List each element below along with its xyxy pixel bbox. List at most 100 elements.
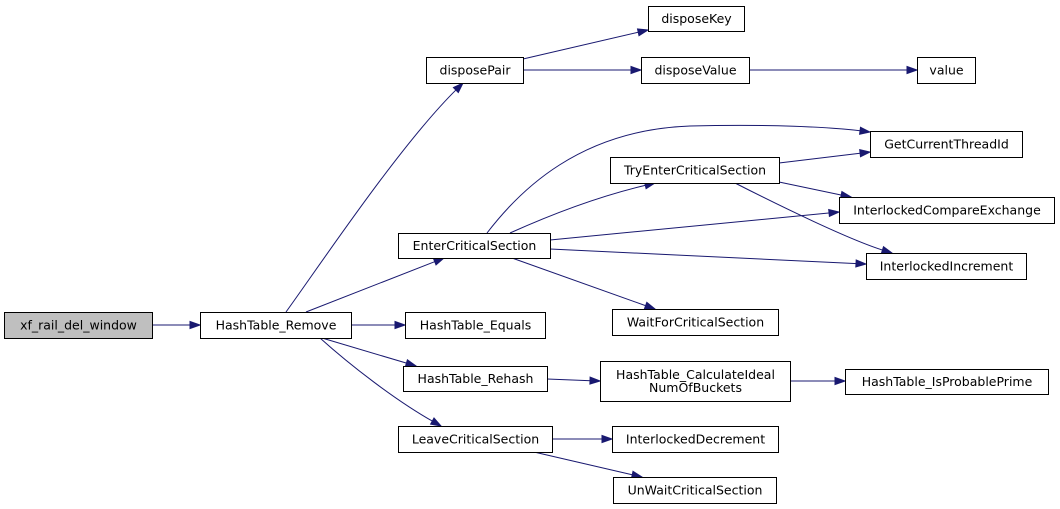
edge-EnterCriticalSection-to-TryEnterCriticalSection: [509, 181, 657, 234]
node-UnWaitCriticalSection[interactable]: UnWaitCriticalSection: [613, 477, 777, 504]
edge-line: [486, 124, 862, 234]
node-box: [845, 369, 1049, 395]
edge-xf_rail_del_window-to-HashTable_Remove: [152, 320, 202, 330]
edge-line: [319, 337, 434, 423]
node-GetCurrentThreadId[interactable]: GetCurrentThreadId: [870, 131, 1023, 158]
edge-line: [321, 337, 408, 364]
arrowhead-icon: [630, 65, 643, 75]
edge-HashTable_Remove-to-EnterCriticalSection: [305, 257, 446, 313]
edge-line: [734, 182, 884, 251]
node-disposeValue[interactable]: disposeValue: [641, 57, 750, 84]
node-label: HashTable_Remove: [216, 318, 337, 333]
node-box: [398, 426, 553, 453]
node-box: [870, 131, 1023, 158]
arrowhead-icon: [394, 320, 407, 330]
arrowhead-icon: [432, 257, 446, 266]
node-box: [4, 312, 153, 339]
edge-line: [778, 152, 862, 164]
edge-line: [305, 260, 436, 313]
node-InterlockedIncrement[interactable]: InterlockedIncrement: [866, 253, 1027, 280]
arrowhead-icon: [859, 149, 872, 158]
node-label: WaitForCriticalSection: [627, 315, 764, 330]
node-InterlockedCompareExchange[interactable]: InterlockedCompareExchange: [839, 197, 1055, 224]
node-HashTable_Remove[interactable]: HashTable_Remove: [200, 312, 352, 339]
node-label: InterlockedCompareExchange: [853, 203, 1041, 218]
edge-EnterCriticalSection-to-InterlockedCompareExchange: [549, 208, 841, 241]
node-disposeKey[interactable]: disposeKey: [648, 6, 745, 32]
node-box: [612, 309, 779, 336]
node-box: [403, 366, 548, 392]
node-xf_rail_del_window[interactable]: xf_rail_del_window: [4, 312, 153, 339]
arrowhead-icon: [452, 81, 465, 94]
node-label: InterlockedDecrement: [626, 432, 765, 447]
edge-line: [509, 184, 647, 234]
node-label: HashTable_Rehash: [418, 371, 534, 386]
node-label: EnterCriticalSection: [413, 238, 537, 253]
node-EnterCriticalSection[interactable]: EnterCriticalSection: [398, 233, 551, 259]
arrowhead-icon: [859, 126, 872, 135]
arrowhead-icon: [906, 65, 919, 75]
node-disposePair[interactable]: disposePair: [426, 57, 524, 84]
node-HashTable_Equals[interactable]: HashTable_Equals: [405, 312, 546, 339]
node-TryEnterCriticalSection[interactable]: TryEnterCriticalSection: [610, 157, 780, 184]
node-label: HashTable_CalculateIdeal: [616, 367, 775, 382]
node-box: [839, 197, 1055, 224]
node-LeaveCriticalSection[interactable]: LeaveCriticalSection: [398, 426, 553, 453]
node-label: LeaveCriticalSection: [412, 432, 539, 447]
node-box: [641, 57, 750, 84]
edge-TryEnterCriticalSection-to-InterlockedCompareExchange: [778, 181, 853, 199]
node-label: HashTable_Equals: [420, 318, 531, 333]
node-HashTable_IsProbablePrime[interactable]: HashTable_IsProbablePrime: [845, 369, 1049, 395]
arrowhead-icon: [636, 28, 650, 37]
arrowhead-icon: [855, 259, 868, 268]
edge-disposeValue-to-value: [749, 65, 919, 75]
edge-HashTable_CalculateIdealNumOfBuckets-to-HashTable_IsProbablePrime: [790, 376, 847, 386]
node-label: disposeKey: [661, 11, 732, 26]
node-label: disposeValue: [654, 63, 736, 78]
edge-line: [533, 451, 634, 476]
edge-HashTable_Remove-to-disposePair: [285, 81, 465, 313]
node-box: [866, 253, 1027, 280]
node-box: [610, 157, 780, 184]
edge-line: [778, 181, 843, 196]
node-label: GetCurrentThreadId: [884, 137, 1009, 152]
edge-EnterCriticalSection-to-GetCurrentThreadId: [486, 124, 872, 234]
node-box: [613, 477, 777, 504]
edge-LeaveCriticalSection-to-InterlockedDecrement: [552, 434, 614, 444]
edge-line: [546, 378, 592, 382]
arrowhead-icon: [404, 358, 418, 368]
node-HashTable_Rehash[interactable]: HashTable_Rehash: [403, 366, 548, 392]
arrowhead-icon: [429, 417, 443, 427]
arrowhead-icon: [880, 245, 894, 254]
node-label: UnWaitCriticalSection: [628, 483, 763, 498]
edge-HashTable_Rehash-to-HashTable_CalculateIdealNumOfBuckets: [546, 376, 602, 385]
node-WaitForCriticalSection[interactable]: WaitForCriticalSection: [612, 309, 779, 336]
node-value[interactable]: value: [917, 57, 976, 84]
node-label: InterlockedIncrement: [880, 259, 1014, 274]
edge-TryEnterCriticalSection-to-GetCurrentThreadId: [778, 149, 872, 164]
node-box: [612, 426, 779, 453]
node-box: [648, 6, 745, 32]
node-label: NumOfBuckets: [649, 380, 742, 395]
arrowhead-icon: [589, 376, 602, 385]
edge-line: [549, 212, 831, 241]
node-label: TryEnterCriticalSection: [623, 163, 766, 178]
nodes-layer: xf_rail_del_window HashTable_Remove dispos…: [4, 6, 1055, 504]
arrowhead-icon: [828, 208, 841, 218]
edge-EnterCriticalSection-to-InterlockedIncrement: [549, 248, 868, 268]
node-box: [600, 361, 791, 402]
node-label: disposePair: [440, 63, 512, 78]
edge-HashTable_Remove-to-HashTable_Equals: [351, 320, 407, 330]
edges-layer: [152, 28, 919, 479]
edge-LeaveCriticalSection-to-UnWaitCriticalSection: [533, 451, 644, 479]
edge-line: [511, 257, 647, 307]
node-label: xf_rail_del_window: [20, 318, 137, 333]
node-InterlockedDecrement[interactable]: InterlockedDecrement: [612, 426, 779, 453]
arrowhead-icon: [643, 301, 657, 310]
edge-TryEnterCriticalSection-to-InterlockedIncrement: [734, 182, 894, 254]
node-box: [426, 57, 524, 84]
arrowhead-icon: [601, 434, 614, 444]
node-label: HashTable_IsProbablePrime: [862, 374, 1033, 389]
